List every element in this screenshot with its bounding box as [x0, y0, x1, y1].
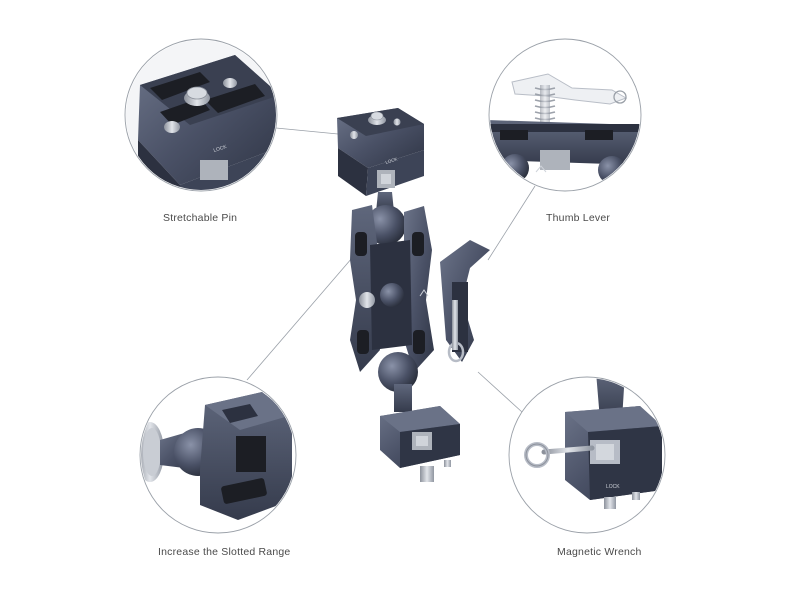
caption-thumb-lever: Thumb Lever	[546, 212, 611, 224]
lock-engraving-center: LOCK	[385, 156, 398, 165]
bottom-mount	[380, 406, 460, 482]
lock-engraving-br: LOCK	[606, 484, 620, 490]
leader-line-top-right	[487, 185, 536, 261]
callout-thumb-lever	[488, 38, 642, 192]
caption-stretchable-pin: Stretchable Pin	[163, 212, 238, 224]
articulating-arm: LOCK	[337, 108, 490, 482]
clamp-body	[350, 205, 434, 372]
callout-magnetic-wrench: LOCK	[508, 376, 666, 534]
lock-engraving-tl: LOCK	[213, 144, 228, 154]
leader-line-bottom-right	[477, 371, 523, 413]
leader-lines	[246, 127, 536, 413]
leader-line-top-left	[275, 127, 339, 135]
caption-slotted-range: Increase the Slotted Range	[158, 546, 291, 558]
top-mount: LOCK	[337, 108, 424, 196]
leader-line-bottom-left	[246, 257, 353, 381]
thumb-lever	[440, 240, 490, 363]
caption-magnetic-wrench: Magnetic Wrench	[557, 546, 642, 558]
callout-stretchable-pin: LOCK	[124, 38, 278, 192]
callout-slotted-range	[139, 376, 297, 534]
